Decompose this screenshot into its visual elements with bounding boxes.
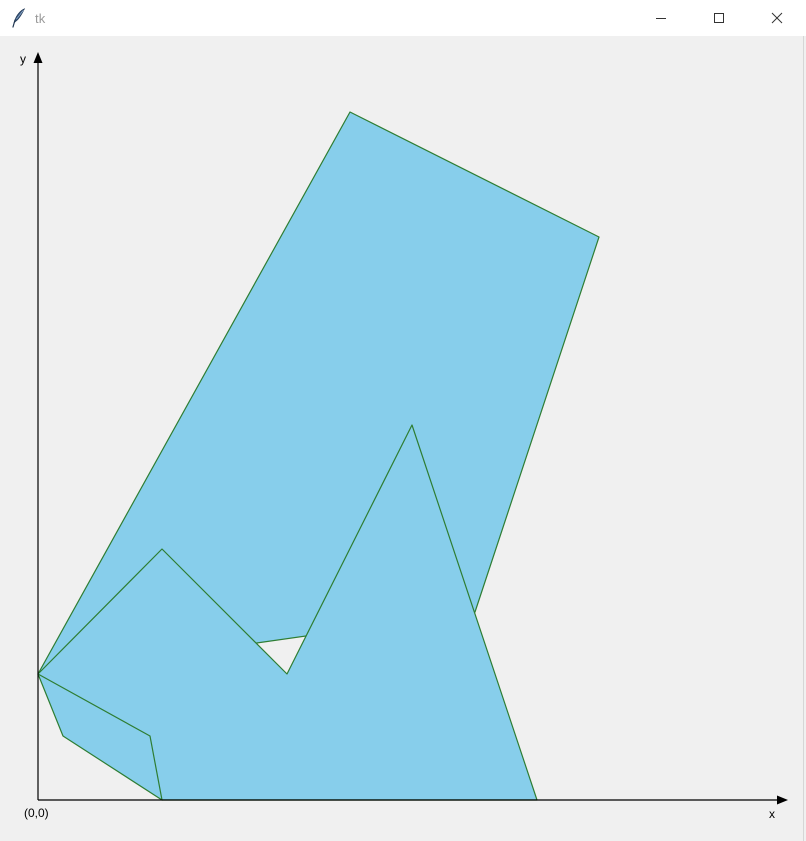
window-title: tk: [35, 10, 46, 26]
title-bar[interactable]: tk: [0, 0, 806, 36]
canvas-svg: y x (0,0): [20, 52, 788, 821]
window-edge: [803, 36, 804, 841]
x-axis-arrow-icon: [777, 795, 788, 805]
y-axis-label: y: [20, 52, 26, 66]
maximize-button[interactable]: [690, 0, 748, 36]
feather-icon: [11, 8, 27, 28]
origin-label: (0,0): [24, 806, 49, 820]
x-axis-label: x: [769, 807, 775, 821]
minimize-icon: [656, 18, 666, 19]
minimize-button[interactable]: [632, 0, 690, 36]
window-controls: [632, 0, 806, 36]
y-axis-arrow-icon: [33, 52, 43, 63]
drawing-canvas[interactable]: y x (0,0): [0, 36, 806, 841]
close-button[interactable]: [748, 0, 806, 36]
maximize-icon: [714, 13, 724, 23]
close-icon: [771, 12, 783, 24]
